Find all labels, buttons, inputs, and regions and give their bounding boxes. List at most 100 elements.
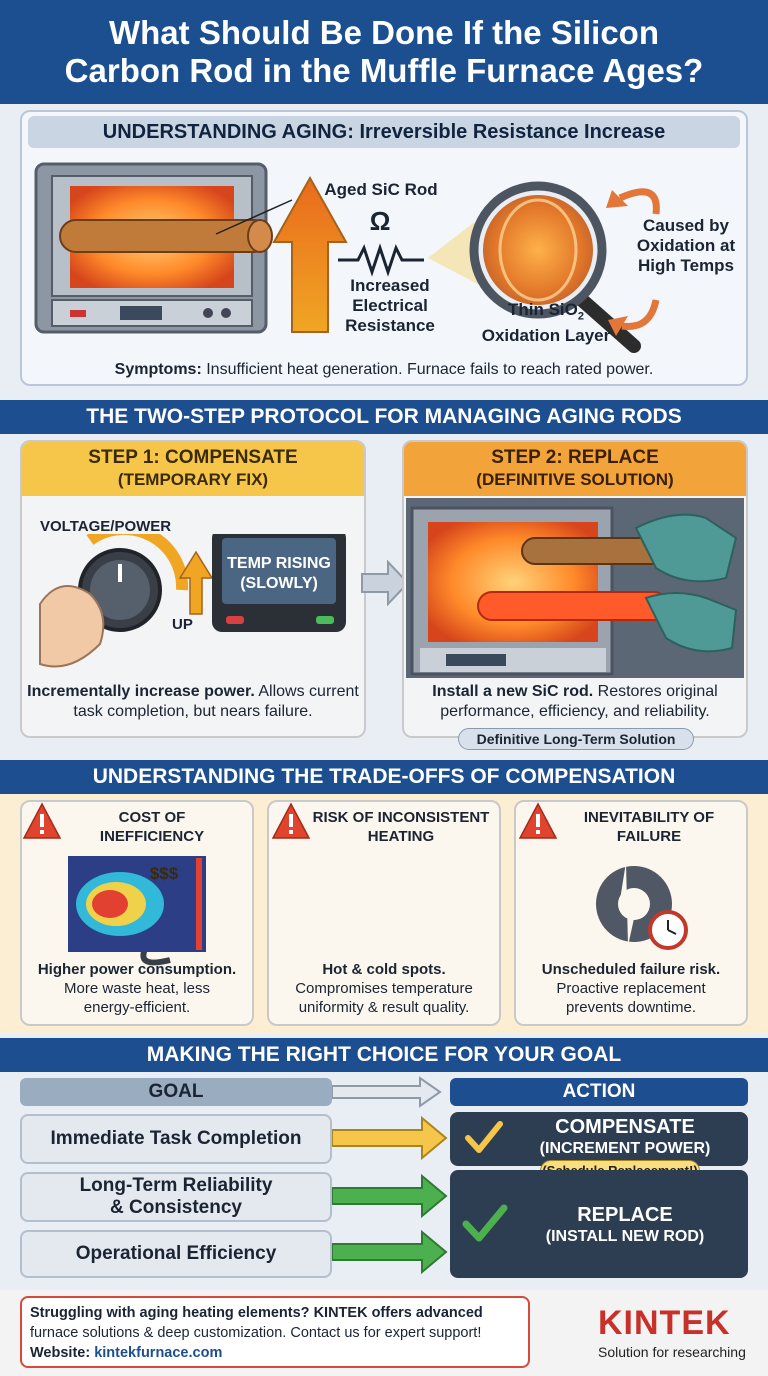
action-replace: [450, 1170, 748, 1278]
check-icon: [462, 1204, 508, 1242]
warning-icon: [22, 802, 62, 839]
resistance-label-3: Resistance: [345, 316, 435, 335]
step2-header: STEP 2: REPLACE (DEFINITIVE SOLUTION): [404, 442, 746, 496]
step1-illustration: [39, 534, 346, 668]
yellow-arrow-icon: [332, 1115, 448, 1161]
up-label: UP: [172, 616, 193, 633]
action-header: ACTION: [450, 1078, 748, 1106]
title-banner: What Should Be Done If the Silicon Carbo…: [0, 0, 768, 104]
action2-title: REPLACE: [577, 1204, 673, 1226]
knob-label: VOLTAGE/POWER: [40, 518, 172, 535]
goal-immediate: Immediate Task Completion: [20, 1114, 332, 1164]
step1-header: STEP 1: COMPENSATE (TEMPORARY FIX): [22, 442, 364, 496]
page-title-line2: Carbon Rod in the Muffle Furnace Ages?: [64, 52, 704, 89]
hand-icon: [39, 585, 105, 668]
screen-line1: TEMP RISING: [227, 555, 331, 572]
up-arrow-icon: [272, 175, 348, 333]
action-compensate: [450, 1112, 748, 1166]
action-compensate-text: COMPENSATE (INCREMENT POWER): [510, 1116, 740, 1160]
footer-line2: furnace solutions & deep customization. …: [30, 1325, 482, 1341]
tradeoff-2-rest-1: Compromises temperature: [295, 980, 473, 997]
cause-label: Caused by Oxidation at High Temps: [628, 216, 744, 276]
symptoms-line: Symptoms: Insufficient heat generation. …: [28, 361, 740, 379]
resistance-label-1: Increased: [350, 276, 430, 295]
tradeoff-3-rest-1: Proactive replacement: [556, 980, 706, 997]
tradeoff-1-rest-2: energy-efficient.: [83, 999, 191, 1016]
tradeoff-3-desc: Unscheduled failure risk. Proactive repl…: [518, 960, 744, 1017]
page-title-line1: What Should Be Done If the Silicon: [109, 14, 659, 51]
tradeoff-1-title: COST OF INEFFICIENCY: [62, 808, 242, 846]
tradeoff-2-title-2: HEATING: [367, 828, 435, 845]
step2-desc-bold: Install a new SiC rod.: [432, 683, 594, 700]
website-link[interactable]: kintekfurnace.com: [94, 1345, 223, 1361]
tradeoff-2-rest-2: uniformity & result quality.: [298, 999, 470, 1016]
step2-desc-rest: Restores original performance, efficienc…: [440, 683, 718, 720]
tradeoff-2-desc: Hot & cold spots. Compromises temperatur…: [271, 960, 497, 1017]
ohm-symbol: Ω: [369, 206, 391, 236]
goal-reliability-text: Long-Term Reliability& Consistency: [79, 1175, 273, 1218]
step1-subtitle: (TEMPORARY FIX): [117, 470, 269, 489]
action1-title: COMPENSATE: [555, 1116, 695, 1138]
tradeoffs-heading: UNDERSTANDING THE TRADE-OFFS OF COMPENSA…: [0, 760, 768, 794]
curved-arrow-icon: [606, 188, 660, 336]
brand-tagline: Solution for researching: [598, 1344, 746, 1360]
tradeoff-1-desc: Higher power consumption. More waste hea…: [24, 960, 250, 1017]
resistor-icon: [338, 243, 424, 277]
rod-icon: [59, 199, 293, 253]
green-arrow-icon: [332, 1173, 448, 1219]
action-replace-text: REPLACE (INSTALL NEW ROD): [510, 1204, 740, 1248]
choice-heading: MAKING THE RIGHT CHOICE FOR YOUR GOAL: [0, 1038, 768, 1072]
tradeoff-3-title: INEVITABILITY OF FAILURE: [556, 808, 742, 846]
tradeoff-icons: [22, 802, 688, 966]
goal-reliability: Long-Term Reliability& Consistency: [20, 1172, 332, 1222]
warning-icon: [518, 802, 558, 839]
step2-illustration: [406, 498, 744, 678]
step1-desc-rest: Allows current task completion, but near…: [73, 683, 359, 720]
brand-logo: KINTEK: [598, 1304, 731, 1342]
step-arrow-icon: [361, 560, 410, 606]
aging-heading: UNDERSTANDING AGING: Irreversible Resist…: [28, 116, 740, 148]
oxide-label: Thin SiO2 Oxidation Layer: [466, 300, 626, 346]
tradeoff-1-title-1: COST OF: [118, 809, 186, 826]
action2-sub: (INSTALL NEW ROD): [545, 1228, 705, 1245]
rod-label: Aged SiC Rod: [324, 180, 438, 199]
tradeoff-1-rest-1: More waste heat, less: [64, 980, 210, 997]
tradeoff-2-bold: Hot & cold spots.: [322, 961, 446, 978]
resistance-label: Increased Electrical Resistance: [320, 276, 460, 336]
tradeoff-2-title: RISK OF INCONSISTENT HEATING: [306, 808, 496, 846]
step2-badge: Definitive Long-Term Solution: [458, 728, 694, 750]
goal-efficiency: Operational Efficiency: [20, 1230, 332, 1278]
heatmap-icon: [68, 856, 206, 952]
step1-title: STEP 1: COMPENSATE: [88, 447, 298, 468]
symptoms-text: Insufficient heat generation. Furnace fa…: [206, 361, 654, 378]
new-rod-icon: [477, 591, 669, 621]
oxide-label-sub: 2: [577, 310, 584, 323]
screen-line2: (SLOWLY): [240, 575, 318, 592]
action1-sub: (INCREMENT POWER): [539, 1140, 711, 1157]
goal-header: GOAL: [20, 1078, 332, 1106]
magnifier-icon: [469, 181, 641, 353]
oxide-label-post: Oxidation Layer: [481, 326, 611, 346]
header-arrow-icon: [332, 1076, 442, 1108]
step2-title: STEP 2: REPLACE: [491, 447, 659, 468]
broken-gear-icon: [596, 862, 688, 950]
up-arrow-icon: [178, 550, 214, 615]
oxide-label-pre: Thin SiO: [507, 300, 578, 319]
aging-illustration: [34, 162, 660, 353]
green-arrow-icon: [332, 1229, 448, 1275]
tradeoff-2-title-1: RISK OF INCONSISTENT: [312, 809, 490, 826]
warning-icon: [271, 802, 311, 839]
website-label: Website:: [30, 1345, 91, 1361]
control-screen-icon: [212, 534, 346, 632]
tradeoff-1-title-2: INEFFICIENCY: [99, 828, 205, 845]
check-icon: [465, 1121, 503, 1153]
footer-box: Struggling with aging heating elements? …: [20, 1296, 530, 1368]
choice-arrows: [332, 1115, 448, 1275]
cause-label-2: Oxidation at: [636, 236, 736, 255]
footer-line1: Struggling with aging heating elements? …: [30, 1305, 483, 1321]
tradeoff-3-title-2: FAILURE: [616, 828, 682, 845]
step1-desc: Incrementally increase power. Allows cur…: [26, 682, 360, 722]
step2-subtitle: (DEFINITIVE SOLUTION): [476, 470, 674, 489]
step2-desc: Install a new SiC rod. Restores original…: [408, 682, 742, 722]
cost-tag: $$$: [149, 864, 179, 883]
